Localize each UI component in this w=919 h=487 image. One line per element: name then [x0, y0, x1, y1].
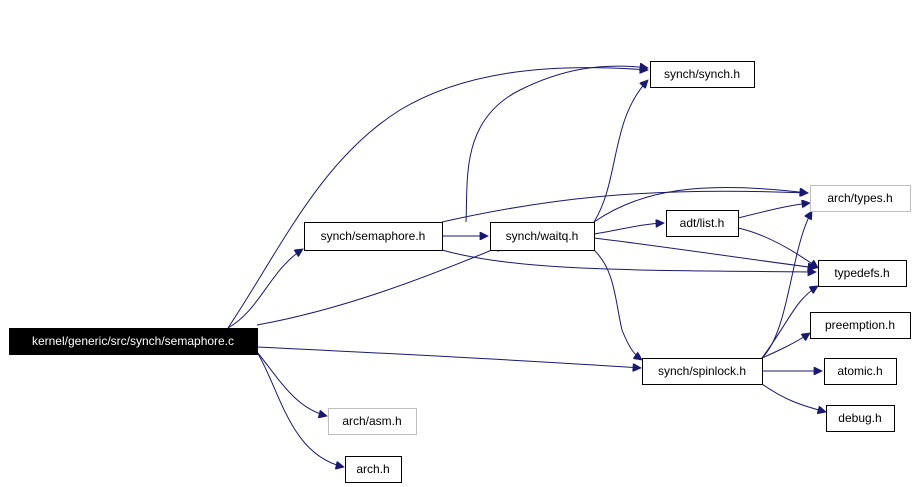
edge-root-to-arch-h	[256, 351, 344, 467]
node-label: atomic.h	[837, 364, 882, 378]
node-label: synch/waitq.h	[506, 229, 579, 243]
node-label: synch/semaphore.h	[321, 229, 426, 243]
node-label: debug.h	[838, 411, 881, 425]
node-label: synch/spinlock.h	[658, 364, 746, 378]
node-label: kernel/generic/src/synch/semaphore.c	[32, 334, 234, 348]
node-atomic-h[interactable]: atomic.h	[824, 358, 897, 385]
node-synch-h[interactable]: synch/synch.h	[650, 61, 755, 88]
node-box	[810, 185, 911, 212]
edge-root-to-semaphore-h	[227, 249, 303, 329]
node-box	[810, 312, 911, 339]
edge-waitq-h-to-arch-types-h	[593, 187, 808, 223]
node-box	[666, 210, 739, 237]
node-typedefs-h[interactable]: typedefs.h	[818, 260, 907, 287]
node-box	[824, 358, 897, 385]
node-spinlock-h[interactable]: synch/spinlock.h	[642, 358, 763, 385]
edge-waitq-h-to-adt-list-h	[593, 223, 664, 235]
node-adt-list-h[interactable]: adt/list.h	[666, 210, 739, 237]
node-label: synch/synch.h	[664, 67, 740, 81]
node-arch-h[interactable]: arch.h	[345, 456, 402, 483]
node-box	[345, 456, 402, 483]
node-label: adt/list.h	[680, 216, 725, 230]
node-waitq-h[interactable]: synch/waitq.h	[490, 222, 595, 251]
node-label: arch/types.h	[827, 191, 892, 205]
edge-semaphore-h-to-synch-h	[465, 66, 648, 223]
node-box	[650, 61, 755, 88]
node-label: preemption.h	[825, 318, 895, 332]
node-root[interactable]: kernel/generic/src/synch/semaphore.c	[9, 328, 258, 355]
node-box	[9, 328, 258, 355]
node-box	[642, 358, 763, 385]
edge-adt-list-h-to-typedefs-h	[737, 227, 818, 268]
edge-spinlock-h-to-preemption-h	[761, 333, 810, 359]
edge-adt-list-h-to-arch-types-h	[737, 203, 810, 219]
node-semaphore-h[interactable]: synch/semaphore.h	[304, 222, 443, 251]
node-box	[826, 405, 895, 432]
edge-waitq-h-to-synch-h	[593, 80, 648, 223]
edge-root-to-synch-h	[227, 68, 648, 329]
node-label: arch/asm.h	[342, 414, 401, 428]
nodes-layer: kernel/generic/src/synch/semaphore.c sync…	[9, 61, 911, 483]
edge-semaphore-h-to-typedefs-h	[441, 249, 816, 272]
edge-root-to-arch-asm-h	[256, 351, 327, 416]
node-box	[328, 408, 417, 435]
edge-spinlock-h-to-debug-h	[761, 383, 826, 412]
node-box	[490, 222, 595, 251]
edge-semaphore-h-to-arch-types-h	[441, 191, 808, 223]
node-label: typedefs.h	[834, 266, 889, 280]
edge-spinlock-h-to-typedefs-h	[761, 286, 818, 359]
node-box	[304, 222, 443, 251]
edge-waitq-h-to-typedefs-h	[593, 237, 816, 268]
node-label: arch.h	[356, 462, 389, 476]
edges-layer	[227, 66, 826, 467]
node-arch-asm-h: arch/asm.h	[328, 408, 417, 435]
edge-root-to-waitq-h	[256, 245, 504, 326]
node-debug-h[interactable]: debug.h	[826, 405, 895, 432]
node-preemption-h[interactable]: preemption.h	[810, 312, 911, 339]
edge-root-to-spinlock-h	[256, 346, 641, 368]
node-arch-types-h: arch/types.h	[810, 185, 911, 212]
edge-waitq-h-to-spinlock-h	[593, 249, 642, 360]
node-box	[818, 260, 907, 287]
